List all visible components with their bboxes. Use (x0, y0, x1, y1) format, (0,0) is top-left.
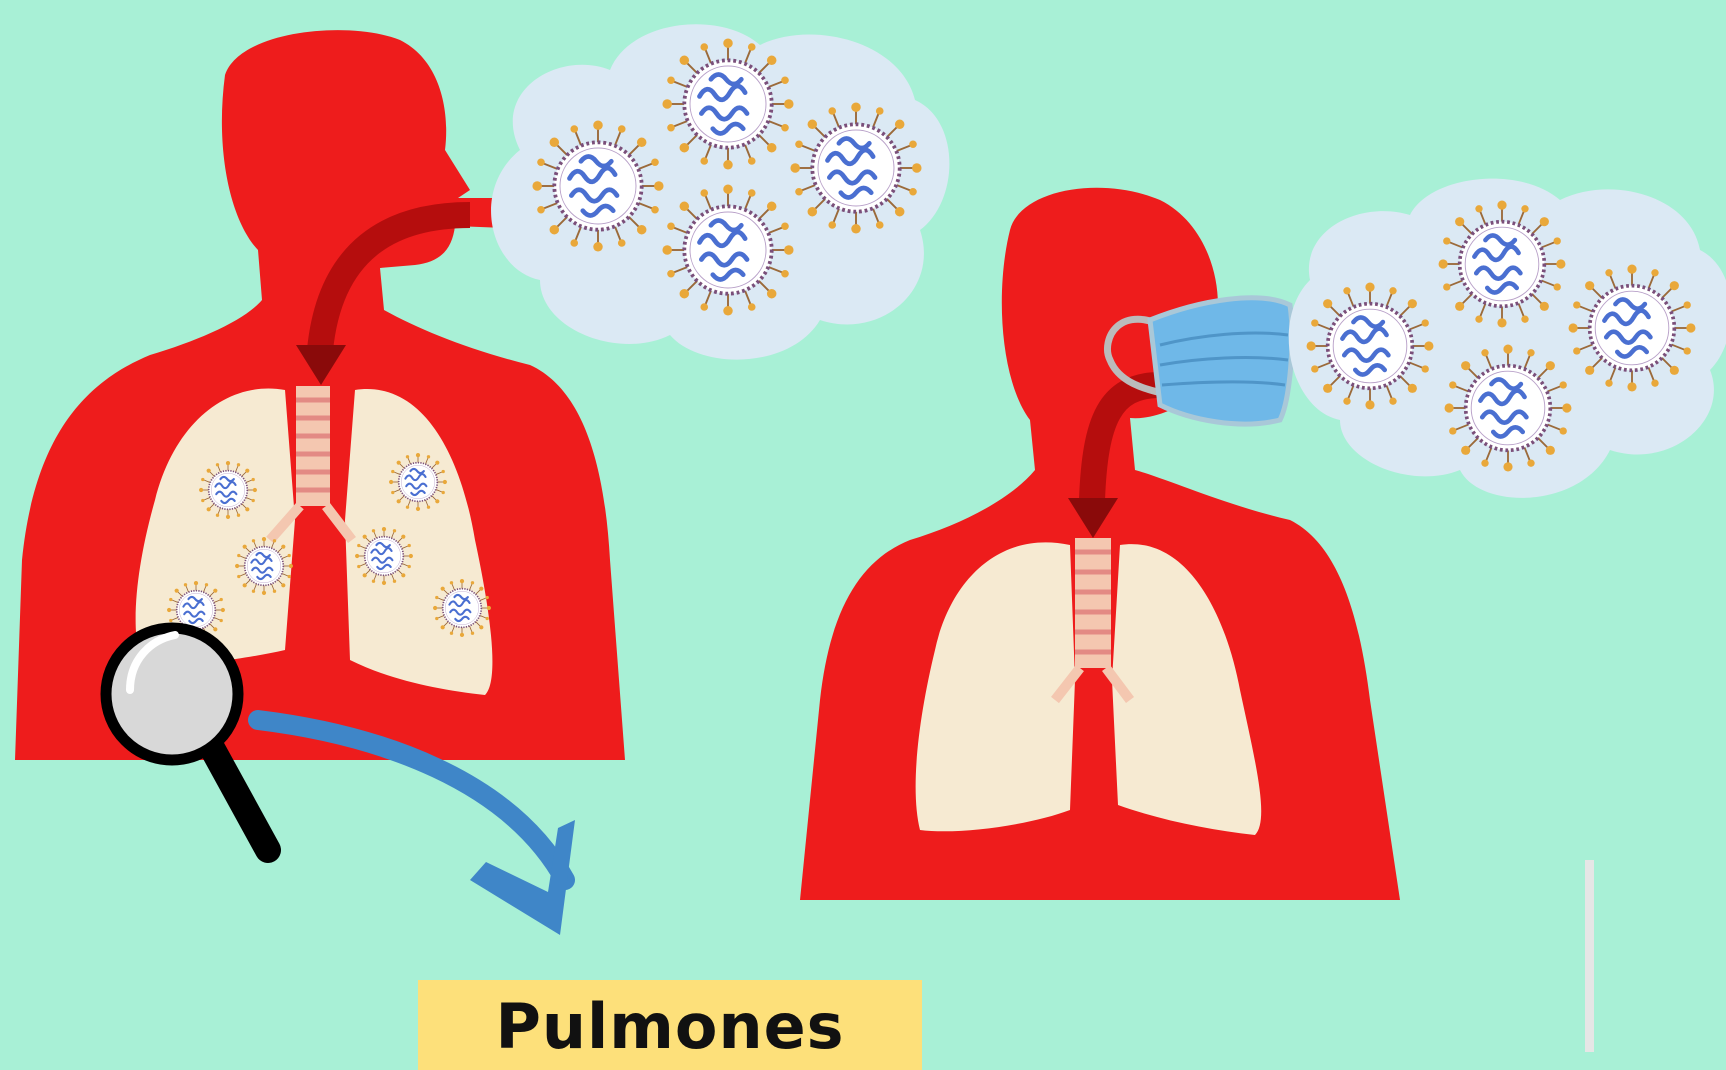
coronavirus-icon (1569, 265, 1696, 392)
coronavirus-icon (1445, 345, 1572, 472)
coronavirus-icon (790, 102, 921, 233)
coronavirus-icon (433, 579, 491, 637)
coronavirus-icon (532, 120, 663, 251)
coronavirus-icon (1439, 201, 1566, 328)
lungs-label-box: Pulmones (418, 980, 922, 1070)
coronavirus-icon (1307, 283, 1434, 410)
edge-artifact (1585, 860, 1594, 1052)
right-virus-cloud (1289, 179, 1726, 498)
coronavirus-icon (662, 184, 793, 315)
coronavirus-icon (355, 527, 413, 585)
left-virus-cloud (491, 24, 949, 359)
lungs-label: Pulmones (495, 990, 844, 1063)
coronavirus-icon (662, 38, 793, 169)
coronavirus-icon (235, 537, 293, 595)
coronavirus-icon (389, 453, 447, 511)
coronavirus-icon (199, 461, 257, 519)
